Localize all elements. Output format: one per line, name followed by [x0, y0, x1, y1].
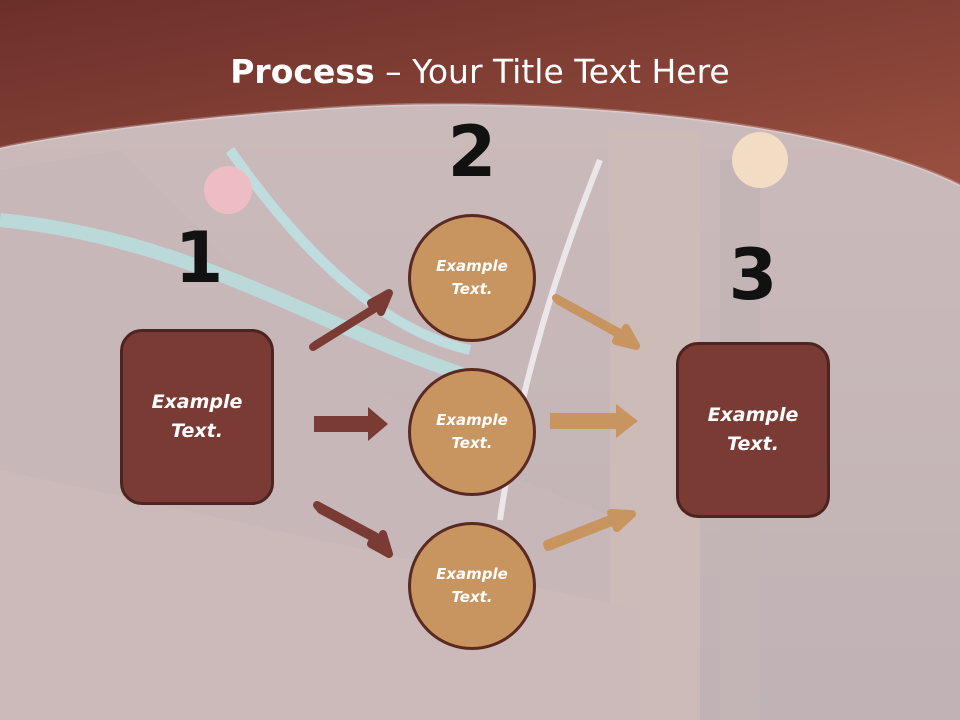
circle-top-text: Example Text.	[436, 257, 508, 298]
circle-bottom-text: Example Text.	[436, 565, 508, 606]
circle-middle: Example Text.	[408, 368, 536, 496]
step-3-box: Example Text.	[676, 342, 830, 518]
circle-bottom: Example Text.	[408, 522, 536, 650]
left-arrows	[309, 289, 393, 558]
right-arrows	[543, 294, 640, 551]
arrow-down-right	[552, 294, 640, 350]
arrow-up-left	[309, 289, 393, 351]
arrow-mid-left	[314, 407, 388, 441]
slide-title: Process – Your Title Text Here	[0, 52, 960, 91]
arrow-up-right	[543, 509, 636, 551]
step-number-1: 1	[174, 217, 224, 299]
step-number-2: 2	[447, 111, 497, 193]
title-rest: – Your Title Text Here	[374, 52, 730, 91]
title-bold: Process	[230, 52, 375, 91]
step-1-box: Example Text.	[120, 329, 274, 505]
circle-top: Example Text.	[408, 214, 536, 342]
step-number-3: 3	[728, 234, 778, 316]
step-1-text: Example Text.	[151, 391, 243, 442]
step-3-text: Example Text.	[707, 404, 799, 455]
arrow-down-left	[313, 501, 393, 558]
circle-middle-text: Example Text.	[436, 411, 508, 452]
arrow-mid-right	[550, 404, 638, 438]
